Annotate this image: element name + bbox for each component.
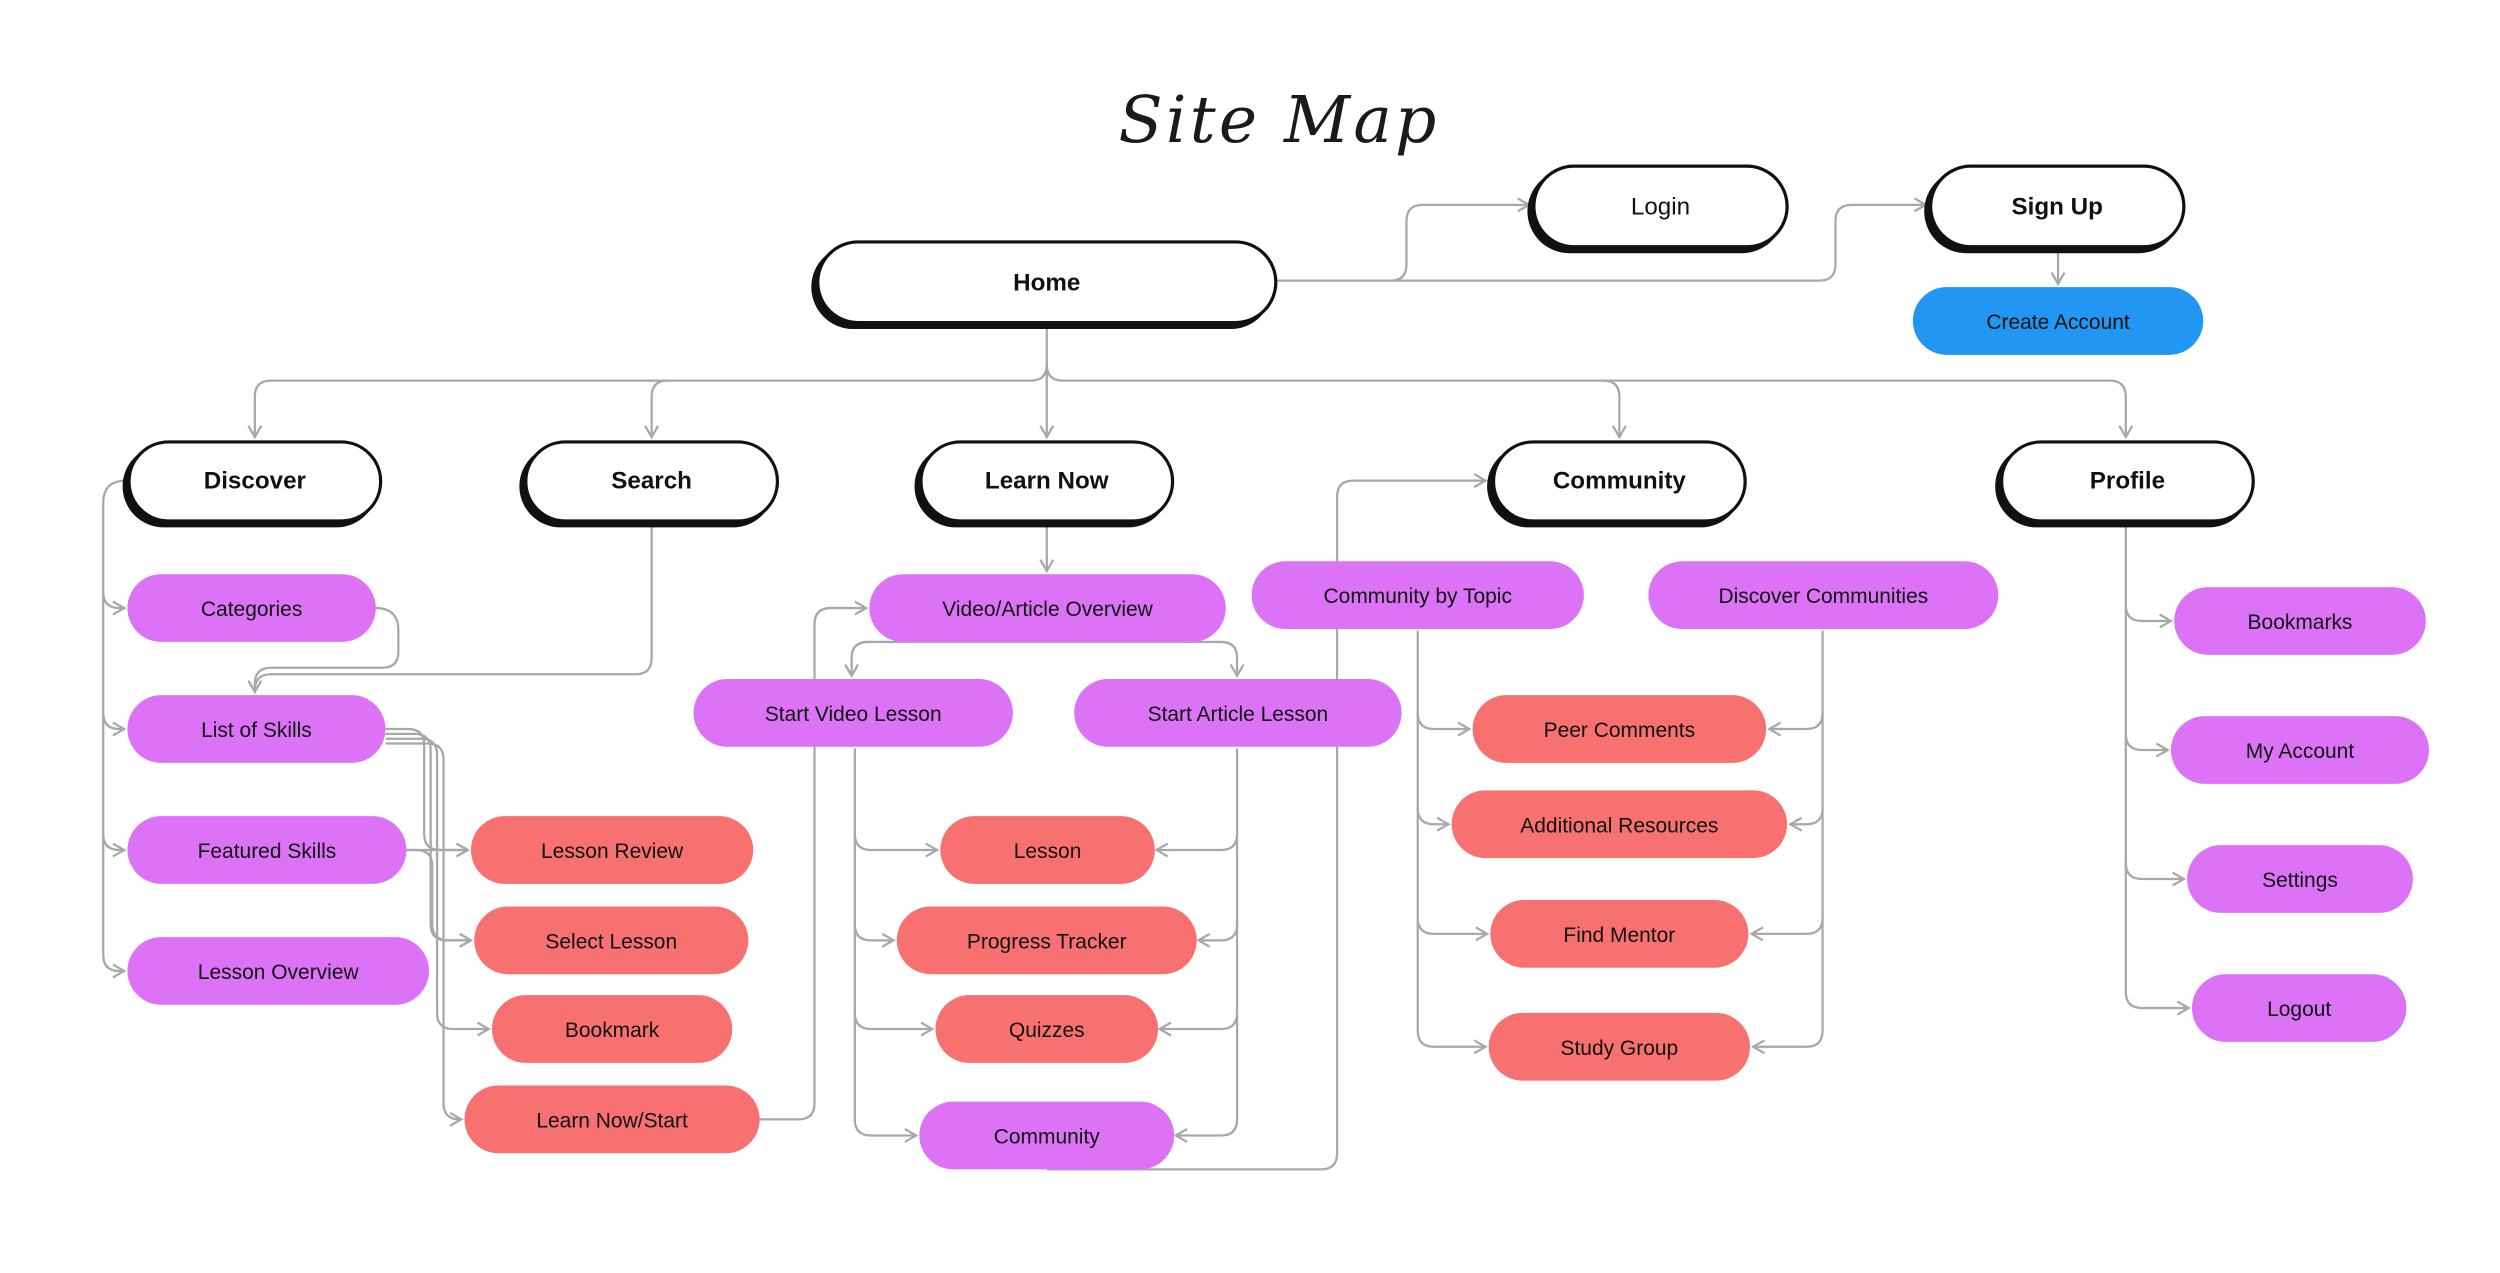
node-start-article-lesson: Start Article Lesson [1074, 679, 1402, 747]
edge-article-lesson [1154, 833, 1239, 858]
edge-video-progress [853, 924, 896, 948]
node-select-lesson: Select Lesson [474, 906, 749, 975]
node-community-by-topic: Community by Topic [1251, 561, 1584, 630]
edge-profile-settings [2124, 862, 2187, 887]
edge-profile-account [2124, 733, 2171, 758]
node-bookmarks: Bookmarks [2174, 587, 2426, 655]
node-community: Community [1491, 440, 1747, 523]
node-bookmark: Bookmark [491, 995, 733, 1063]
node-lesson-review: Lesson Review [470, 816, 754, 884]
edge-skills-bookmark [385, 737, 491, 1037]
edge-home-login [1277, 197, 1532, 282]
edge-home-community-drop [1603, 379, 1627, 440]
edge-discover-featured [102, 833, 127, 858]
edge-categories-skills [247, 606, 400, 695]
node-start-video-lesson: Start Video Lesson [693, 679, 1013, 747]
edge-discover-categories [102, 591, 127, 616]
node-create-account: Create Account [1912, 287, 2204, 355]
node-search: Search [524, 440, 780, 523]
node-quizzes: Quizzes [935, 995, 1159, 1063]
edge-skills-start [385, 742, 464, 1127]
node-categories: Categories [127, 574, 376, 642]
edge-article-spine [1173, 748, 1239, 1143]
edge-search-skills [253, 522, 653, 691]
node-login: Login [1532, 164, 1789, 249]
node-discover: Discover [127, 440, 383, 523]
edge-article-progress [1196, 924, 1239, 948]
edge-overview-split [844, 640, 1047, 679]
node-featured-skills: Featured Skills [127, 816, 407, 884]
edge-article-quizzes [1157, 1012, 1239, 1037]
edge-topic-spine [1416, 630, 1488, 1055]
edge-discovercomm-resources [1788, 808, 1824, 832]
node-learn-now: Learn Now [919, 440, 1175, 523]
node-video-article-overview: Video/Article Overview [869, 574, 1226, 642]
node-discover-communities: Discover Communities [1648, 561, 1999, 630]
edge-discovercomm-peer [1767, 712, 1824, 737]
edge-home-community [1045, 364, 2134, 440]
edge-community-link [1046, 473, 1488, 1171]
edge-profile-spine [2124, 522, 2191, 1016]
edge-home-search [644, 379, 668, 440]
node-study-group: Study Group [1488, 1012, 1750, 1081]
edge-discovercomm-spine [1750, 630, 1824, 1055]
node-logout: Logout [2191, 974, 2407, 1042]
edge-video-spine [853, 748, 919, 1143]
node-lesson: Lesson [940, 816, 1155, 884]
edge-video-lesson [853, 833, 940, 858]
node-my-account: My Account [2170, 716, 2430, 784]
edge-discover-spine [102, 479, 127, 979]
edge-topic-resources [1416, 808, 1451, 832]
edge-profile-bookmarks [2124, 604, 2174, 629]
edge-featured-select [406, 848, 474, 948]
edge-start-overview [759, 600, 869, 1121]
edge-discover-skills [102, 712, 127, 737]
node-home: Home [816, 240, 1278, 325]
edge-home-discover [247, 364, 1048, 440]
node-list-of-skills: List of Skills [127, 695, 386, 763]
node-additional-resources: Additional Resources [1451, 790, 1788, 859]
diagram-title: Site Map [1118, 83, 1440, 159]
node-community-link: Community [919, 1101, 1175, 1170]
edge-discovercomm-mentor [1749, 917, 1824, 942]
edge-overview-article [1046, 640, 1245, 679]
node-lesson-overview: Lesson Overview [127, 937, 430, 1005]
node-sign-up: Sign Up [1929, 164, 2186, 249]
node-profile: Profile [1999, 440, 2255, 523]
edge-topic-mentor [1416, 917, 1490, 942]
edge-topic-peer [1416, 712, 1472, 737]
node-peer-comments: Peer Comments [1472, 695, 1767, 763]
node-settings: Settings [2187, 845, 2413, 913]
edge-home-signup [1390, 197, 1929, 282]
node-learn-now-start: Learn Now/Start [464, 1085, 760, 1154]
edge-video-quizzes [853, 1012, 935, 1037]
node-progress-tracker: Progress Tracker [896, 906, 1197, 975]
node-find-mentor: Find Mentor [1490, 899, 1749, 968]
